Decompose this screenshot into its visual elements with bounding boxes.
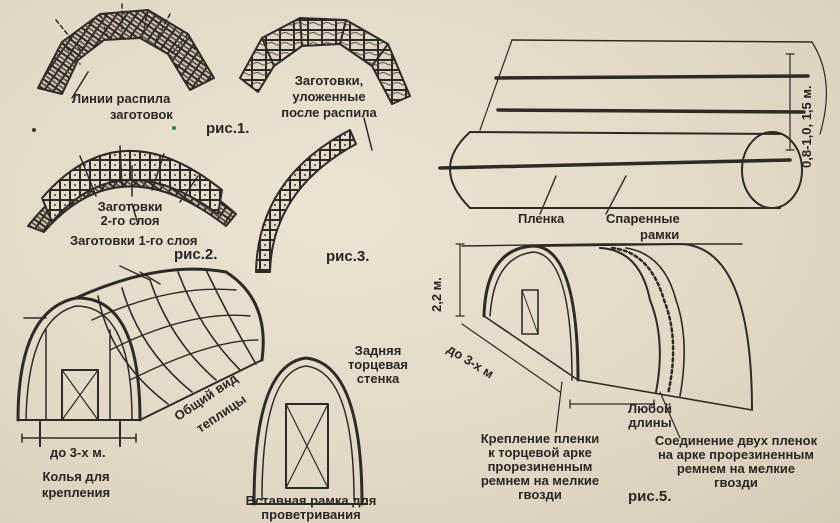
label-height-22: 2,2 м. [429, 277, 444, 312]
figure-2-caption: рис.2. [174, 246, 218, 263]
label-join-1: Соединение двух пленок [654, 433, 818, 448]
label-rear-1: Задняя [354, 343, 402, 358]
label-stakes-1: Колья для [42, 469, 110, 484]
label-join-3: ремнем на мелкие [676, 461, 796, 476]
fig1-saw-arch [37, 3, 215, 99]
label-any-length-2: длины [628, 415, 672, 430]
label-any-length-1: Любой [627, 401, 672, 416]
label-layer2-2: 2-го слоя [100, 213, 160, 228]
label-height-range: 0,8-1,0, 1,5 м. [799, 85, 814, 168]
label-attach-5: гвозди [518, 487, 562, 502]
label-saw-lines: Линии распила [72, 91, 171, 106]
label-insert-2: проветривания [261, 507, 361, 522]
label-layer2-1: Заготовки [97, 199, 163, 214]
label-join-4: гвозди [714, 475, 758, 490]
label-rear-2: торцевая [348, 357, 408, 372]
label-attach-3: прорезиненным [487, 459, 593, 474]
label-layer1: Заготовки 1-го слоя [70, 233, 198, 248]
fig5-greenhouse [455, 243, 753, 439]
label-attach-4: ремнем на мелкие [480, 473, 600, 488]
label-join-2: на арке прорезиненным [657, 447, 815, 462]
fig4-end-wall [249, 356, 367, 506]
fig2-arch [27, 145, 237, 233]
label-up-to-3m-b: до 3-х м. [50, 445, 106, 460]
label-laid-2: уложенные [292, 89, 366, 104]
label-attach-1: Крепление пленки [480, 431, 600, 446]
figure-3-caption: рис.3. [326, 248, 370, 265]
label-paired-2: рамки [640, 227, 680, 242]
fig1-laid-arch [239, 17, 411, 105]
label-insert-1: Вставная рамка для [245, 493, 377, 508]
fig3-rib [255, 117, 373, 273]
dot-mark [172, 126, 176, 130]
film-roll [438, 39, 827, 215]
label-attach-2: к торцевой арке [488, 445, 592, 460]
figure-5-caption: рис.5. [628, 488, 672, 505]
label-rear-3: стенка [356, 371, 400, 386]
label-laid-3: после распила [281, 105, 377, 120]
label-laid-1: Заготовки, [294, 73, 364, 88]
label-saw-lines-2: заготовок [110, 107, 173, 122]
dot-mark [32, 128, 36, 132]
fig4-greenhouse [16, 265, 265, 447]
label-film: Пленка [518, 211, 565, 226]
label-stakes-2: крепления [41, 485, 111, 500]
label-paired-1: Спаренные [606, 211, 680, 226]
figure-1-caption: рис.1. [206, 120, 250, 137]
